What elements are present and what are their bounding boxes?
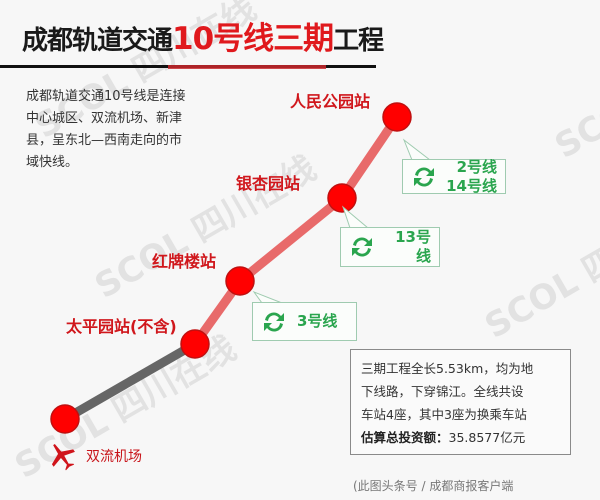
station-node-yinxingyuan [327, 183, 357, 213]
station-node-hongpailou [225, 266, 255, 296]
airplane-icon [51, 443, 75, 471]
transfer-icon [264, 311, 284, 332]
transfer-callout-hongpailou: 3号线 [252, 302, 357, 341]
phase3-segment [191, 114, 401, 347]
airport-label: 双流机场 [86, 449, 142, 465]
station-node-renmingongyuan [382, 102, 412, 132]
source-footer: (此图头条号 / 成都商报客户端 [353, 479, 514, 493]
station-node-taipingyuan [180, 329, 210, 359]
transfer-line: 14号线 [446, 176, 497, 195]
transfer-line: 2号线 [456, 157, 497, 176]
page-title: 成都轨道交通10号线三期工程 [22, 21, 384, 58]
project-info-box: 三期工程全长5.53km，均为地 下线路，下穿锦江。全线共设 车站4座，其中3座… [350, 349, 571, 455]
intro-text: 成都轨道交通10号线是连接中心城区、双流机场、新津县，呈东北—西南走向的市域快线… [26, 89, 186, 170]
info-line: 三期工程全长5.53km，均为地 [361, 361, 534, 376]
title-suffix: 工程 [333, 26, 384, 56]
info-line: 车站4座，其中3座为换乘车站 [361, 407, 527, 422]
investment-line: 估算总投资额：35.8577亿元 [361, 426, 560, 449]
transfer-callout-renmingongyuan: 2号线 14号线 [402, 157, 506, 195]
airport-marker: 双流机场 [48, 441, 142, 471]
station-label-taipingyuan: 太平园站(不含) [66, 317, 177, 336]
station-label-yinxingyuan: 银杏园站 [236, 174, 301, 193]
info-line: 下线路，下穿锦江。全线共设 [361, 384, 524, 399]
transfer-icon [414, 166, 434, 187]
transfer-line: 13号线 [395, 228, 431, 265]
station-node-airport [50, 404, 80, 434]
investment-value: 35.8577亿元 [448, 430, 526, 445]
title-highlight: 10号线三期 [172, 21, 334, 57]
existing-segment [62, 340, 198, 423]
transfer-line: 3号线 [297, 312, 338, 330]
station-label-hongpailou: 红牌楼站 [152, 252, 217, 271]
title-underline-accent [168, 65, 326, 69]
title-prefix: 成都轨道交通 [22, 26, 173, 56]
investment-label: 估算总投资额： [361, 430, 449, 445]
transfer-callout-yinxingyuan: 13号线 [340, 227, 440, 267]
station-label-renmingongyuan: 人民公园站 [290, 92, 371, 111]
transfer-icon [352, 237, 372, 257]
